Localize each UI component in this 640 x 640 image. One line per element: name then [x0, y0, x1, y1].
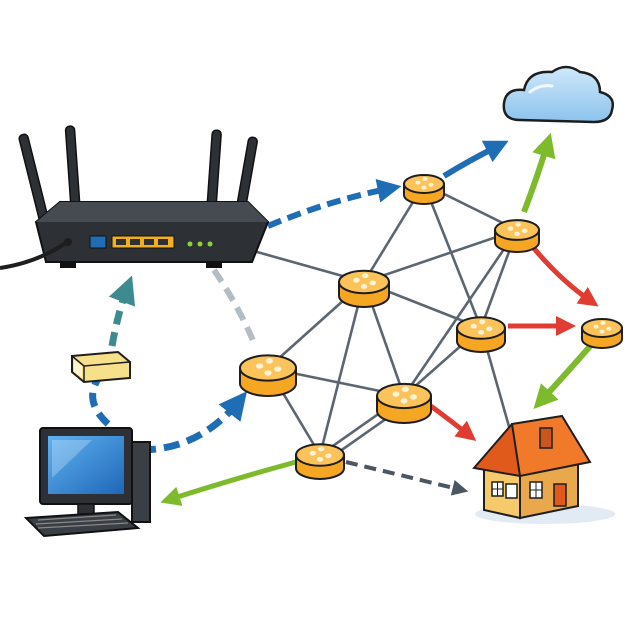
arrow-node-to-computer	[160, 459, 297, 506]
node-left	[239, 354, 297, 397]
computer-icon	[23, 427, 151, 538]
link	[422, 183, 483, 329]
arrow-farright-to-house	[533, 342, 595, 410]
arrow-node-to-cloud-green	[521, 132, 556, 214]
mesh-nodes	[239, 174, 623, 480]
node-top	[403, 174, 445, 205]
arrow-packet-to-router	[108, 275, 136, 347]
node-center-lower	[376, 382, 432, 424]
link	[318, 281, 366, 456]
node-center-right	[456, 316, 506, 353]
arrow-bottom-to-house	[345, 460, 469, 496]
node-far-right	[581, 318, 623, 349]
arrow-node-to-cloud	[442, 140, 509, 179]
arrow-red-to-house	[426, 401, 477, 441]
arrow-router-to-node	[266, 178, 402, 229]
link	[402, 229, 519, 397]
router-icon	[0, 125, 270, 270]
packet-icon	[71, 350, 131, 384]
arrow-computer-to-node	[139, 391, 247, 454]
arrow-computer-to-router	[89, 373, 111, 427]
node-upper-right	[494, 219, 540, 253]
arrow-red-upper	[530, 244, 599, 307]
house-icon	[472, 414, 615, 524]
arrow-router-to-left-node	[211, 268, 258, 347]
node-center-upper	[338, 269, 390, 308]
cloud-icon	[502, 65, 614, 124]
link	[363, 228, 518, 284]
node-bottom	[295, 443, 345, 480]
